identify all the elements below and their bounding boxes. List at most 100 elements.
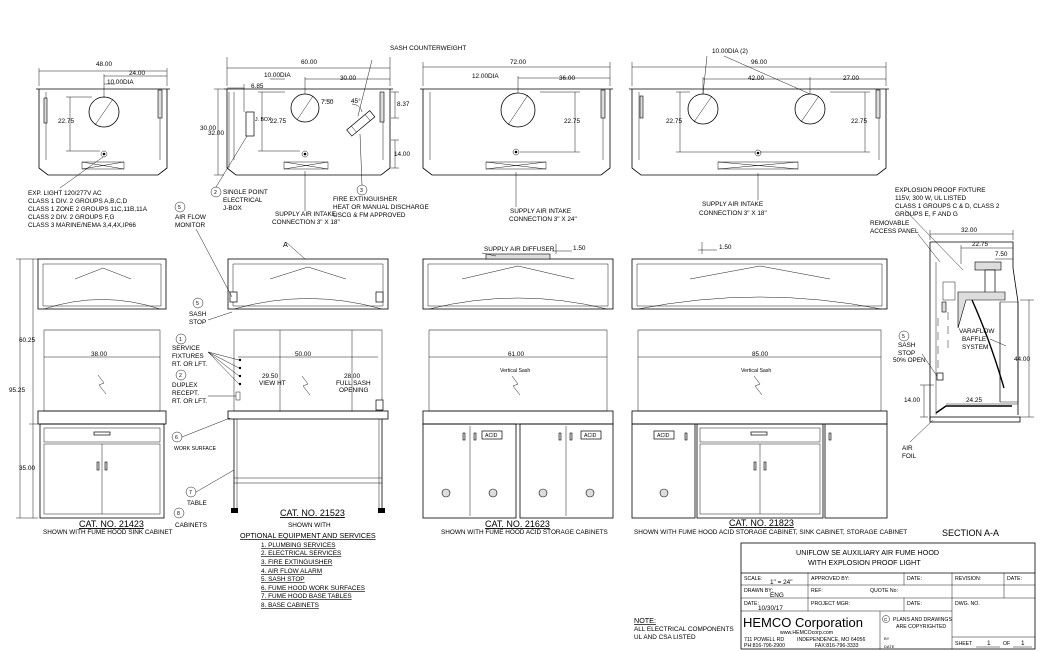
elev3-sash: Vertical Sash: [500, 368, 530, 374]
drawn-value: ENG: [770, 592, 784, 599]
airfoil-l1: AIR: [902, 445, 913, 452]
elev1-height-upper: 60.25: [19, 337, 35, 344]
baffle-l2: BAFFLE: [962, 336, 986, 343]
sheet-label: SHEET: [955, 641, 973, 647]
of-label: OF: [1003, 641, 1010, 647]
callout-duplex-l1: DUPLEX: [172, 382, 198, 389]
plan2-dim-1400: 14.00: [394, 151, 410, 158]
plan4-offset-a: 42.00: [748, 75, 764, 82]
plan-view-72: 72.00 36.00 12.00DIA 22.75: [420, 59, 613, 176]
section-dim-750: 7.50: [995, 251, 1008, 258]
company-addr1: 711 POWELL RD: [744, 637, 784, 643]
explosion-light-note: EXP. LIGHT 120/277V AC CLASS 1 DIV. 2 GR…: [28, 156, 148, 229]
plan1-depth: 22.75: [58, 118, 74, 125]
callout-duplex-num: 2: [179, 373, 182, 379]
copyright-l2: ARE COPYRIGHTED: [896, 624, 946, 630]
dwg-label: DWG. NO.: [955, 601, 980, 607]
callout-cab-label: CABINETS: [175, 522, 207, 529]
elev3-opening: 61.00: [508, 351, 524, 358]
by-label: BY: [884, 636, 890, 641]
elev4-dim-150: 1.50: [719, 244, 732, 251]
supply-diffuser-label: SUPPLY AIR DIFFUSER: [484, 246, 555, 253]
supply3-l2: CONNECTION 3" X 24": [509, 216, 577, 223]
note-title: NOTE:: [634, 616, 656, 625]
plan1-width: 48.00: [96, 61, 112, 68]
callout-work-label: WORK SURFACE: [174, 446, 217, 452]
exp-note-5: CLASS 3 MARINE/NEMA 3,4,4X,IP66: [28, 222, 136, 229]
exp-note-4: CLASS 2 DIV. 2 GROUPS F,G: [28, 214, 114, 221]
plan3-width: 72.00: [510, 59, 526, 66]
callout-sashstop-l2: STOP: [189, 319, 206, 326]
fixture-note-2: 115V, 300 W, UL LISTED: [895, 195, 967, 202]
plan2-small-offset: 6.85: [251, 83, 264, 90]
section-callout-l2: STOP: [898, 350, 915, 357]
date-label: DATE:: [744, 601, 759, 607]
plan4-depth-left: 22.75: [666, 118, 682, 125]
fixture-note-1: EXPLOSION PROOF FIXTURE: [895, 187, 986, 194]
plan4-dia: 10.00DIA (2): [712, 48, 748, 55]
elev3-cat-no: CAT. NO. 21623: [485, 519, 550, 529]
sheet-value: 1: [987, 640, 991, 647]
option-2: 2. ELECTRICAL SERVICES: [261, 550, 341, 557]
jbox-label: J. BOX: [255, 117, 272, 123]
elev4-sash: Vertical Sash: [741, 368, 771, 374]
callout-cab-num: 8: [177, 511, 180, 517]
note-line-1: ALL ELECTRICAL COMPONENTS: [634, 626, 734, 633]
callout-sashstop-l1: SASH: [189, 311, 207, 318]
callouts: 5 AIR FLOW MONITOR 2 SINGLE POINT ELECTR…: [171, 133, 429, 529]
exp-note-2: CLASS 1 DIV. 2 GROUPS A,B,C,D: [28, 198, 128, 205]
fixture-note-3: CLASS 1 GROUPS C & D, CLASS 2: [895, 203, 1000, 210]
company-web: www.HEMCOcorp.com: [780, 630, 833, 636]
callout-jbox-l2: ELECTRICAL: [223, 197, 263, 204]
elev4-cat-no: CAT. NO. 21823: [729, 518, 794, 528]
plan2-depth-inner: 30.00: [200, 125, 216, 132]
section-callout-l1: SASH: [898, 342, 916, 349]
plan2-depth-outer: 32.00: [208, 130, 224, 137]
title-line-1: UNIFLOW SE AUXILIARY AIR FUME HOOD: [796, 548, 939, 557]
section-dim-2275: 22.75: [972, 241, 988, 248]
plan2-width: 60.00: [301, 59, 317, 66]
elev2-view-ht: VIEW HT: [259, 380, 286, 387]
section-title: SECTION A-A: [942, 528, 999, 538]
elev3-caption: SHOWN WITH FUME HOOD ACID STORAGE CABINE…: [441, 529, 608, 536]
supply4-l1: SUPPLY AIR INTAKE: [702, 201, 763, 208]
callout-service-l1: SERVICE: [172, 345, 200, 352]
callout-table-num: 7: [189, 490, 192, 496]
elev1-height-lower: 35.00: [19, 465, 35, 472]
revision-date-label: DATE:: [1007, 576, 1022, 582]
plan1-dia: 10.00DIA: [107, 79, 134, 86]
elev2-sash-line1: FULL SASH: [336, 380, 371, 387]
callout-fire-l3: USCG & FM APPROVED: [333, 212, 406, 219]
option-1: 1. PLUMBING SERVICES: [261, 542, 335, 549]
elev2-sash-val: 28.00: [344, 373, 360, 380]
elevation-21423: 95.25 60.25 35.00 38.00 CAT. NO. 21423 S…: [9, 258, 173, 536]
option-8: 8. BASE CABINETS: [261, 602, 319, 609]
copyright-l1: PLANS AND DRAWINGS: [893, 617, 952, 623]
quote-label: QUOTE No:: [870, 588, 898, 594]
baffle-l3: SYSTEM: [962, 344, 988, 351]
company-fax: FAX:816-796-3333: [815, 643, 859, 649]
approved-label: APPROVED BY:: [811, 576, 849, 582]
of-value: 1: [1021, 640, 1025, 647]
elevation-21523: 50.00 29.50 VIEW HT 28.00 FULL SASH OPEN…: [227, 240, 389, 540]
plan2-offset: 30.00: [340, 75, 356, 82]
callout-fire-l2: HEAT OR MANUAL DISCHARGE: [333, 204, 429, 211]
electrical-note: NOTE: ALL ELECTRICAL COMPONENTS UL AND C…: [634, 616, 734, 641]
drawn-label: DRAWN BY:: [744, 588, 773, 594]
option-6: 6. FUME HOOD WORK SURFACES: [261, 585, 365, 592]
section-dim-2425: 24.25: [966, 397, 982, 404]
section-dim-1400: 14.00: [904, 397, 920, 404]
callout-duplex-l3: RT. OR LFT.: [172, 398, 207, 405]
elev3-acid-a: ACID: [485, 433, 498, 439]
elev3-dim-150: 1.50: [573, 245, 586, 252]
elevation-21623: SUPPLY AIR DIFFUSER 1.50 SUPPLY AIR INTA…: [422, 172, 614, 536]
option-3: 3. FIRE EXTINGUISHER: [261, 559, 333, 566]
plan2-dim-750: 7.50: [321, 99, 334, 106]
elev1-cat-no: CAT. NO. 21423: [79, 519, 144, 529]
plan2-dim-837: 8.37: [397, 101, 410, 108]
company-addr2: INDEPENDENCE, MO 64056: [797, 637, 865, 643]
section-height: 44.00: [1014, 356, 1030, 363]
callout-airflow-num: 5: [178, 205, 181, 211]
elev1-opening: 38.00: [91, 351, 107, 358]
callout-jbox-num: 2: [214, 190, 217, 196]
